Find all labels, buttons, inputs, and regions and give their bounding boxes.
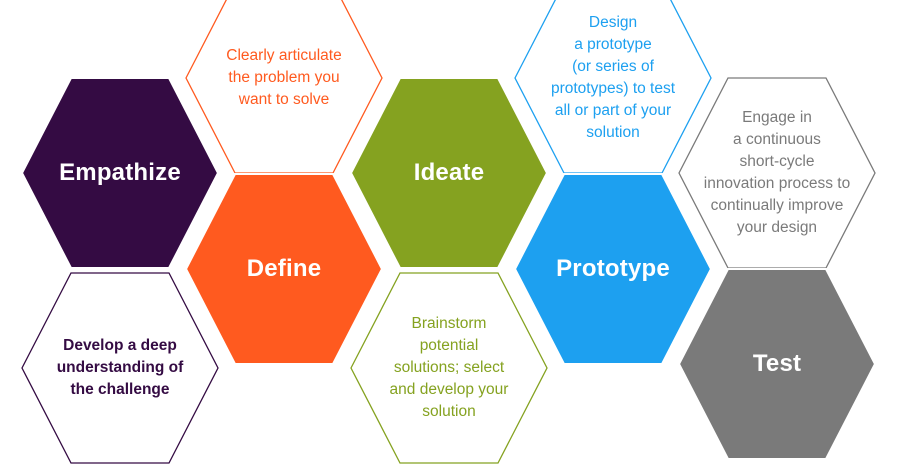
prototype-hexagon — [513, 173, 713, 365]
define-description-hexagon — [185, 0, 383, 174]
ideate-description-hexagon — [350, 272, 548, 464]
ideate-hexagon — [349, 77, 549, 269]
prototype-description-hexagon — [514, 0, 712, 174]
test-description-hexagon — [678, 77, 876, 269]
empathize-description-hexagon — [21, 272, 219, 464]
define-hexagon — [184, 173, 384, 365]
empathize-hexagon — [20, 77, 220, 269]
test-hexagon — [677, 268, 877, 460]
